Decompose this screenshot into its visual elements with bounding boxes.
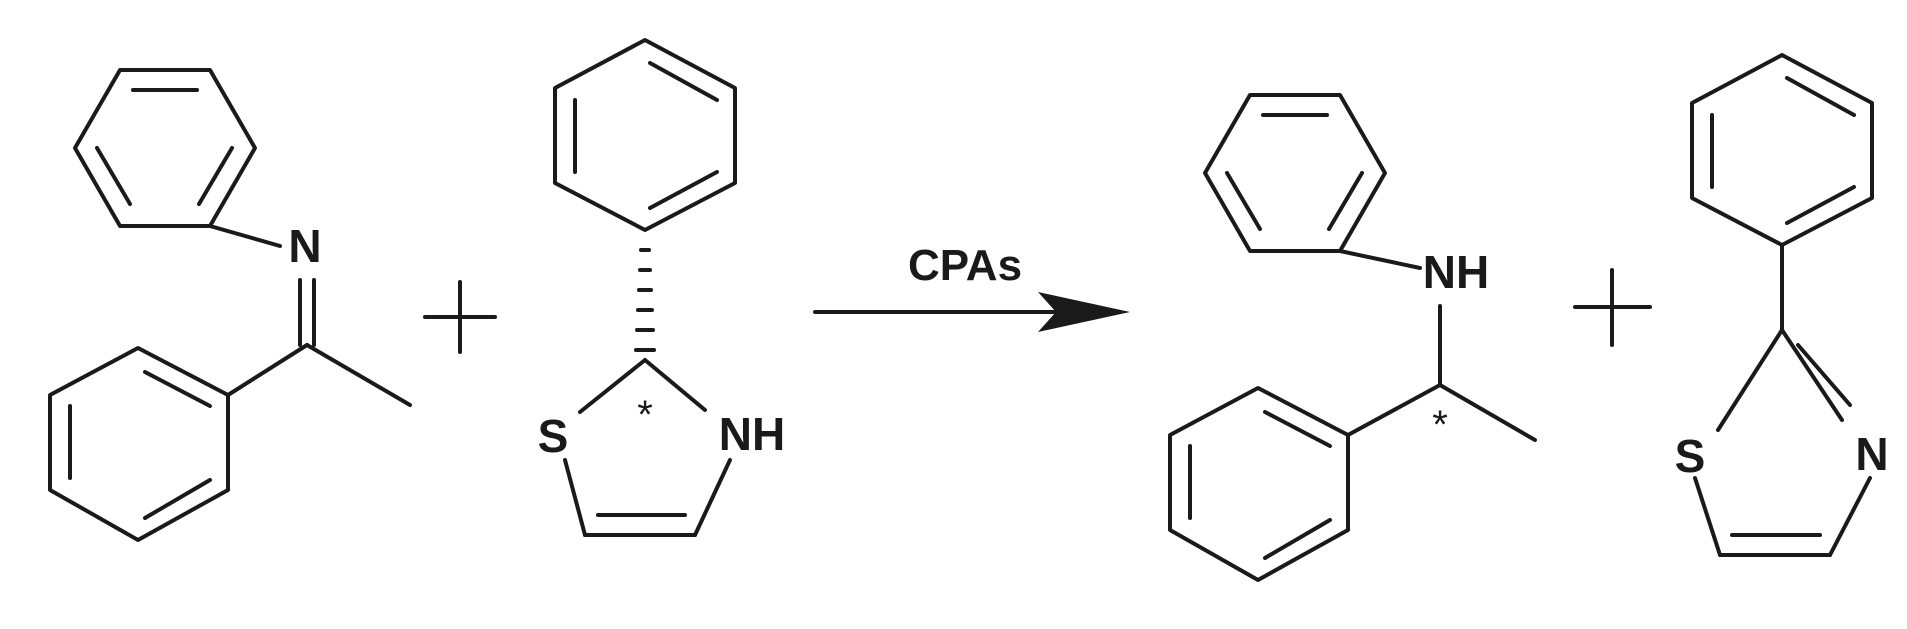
amine-top-phenyl-ring (1203, 93, 1387, 253)
reactant-imine: N (48, 68, 412, 542)
thiazoline-sulfur-label: S (538, 410, 569, 462)
thiazole-nitrogen-label: N (1855, 428, 1888, 480)
reaction-arrow: CPAs (813, 241, 1130, 332)
thiazoline-stereo-mark: * (637, 393, 653, 437)
thiazole-sulfur-label: S (1675, 430, 1706, 482)
imine-bottom-phenyl-ring (48, 346, 230, 542)
plus-sign (423, 280, 497, 354)
amine-stereo-mark: * (1432, 403, 1448, 447)
product-amine: NH * (1168, 93, 1537, 582)
amine-bottom-phenyl-ring (1168, 386, 1350, 582)
catalyst-label: CPAs (908, 241, 1022, 290)
plus-sign (1573, 268, 1652, 347)
imine-nitrogen-label: N (288, 220, 321, 272)
arrow-head (1038, 292, 1130, 332)
thiazoline-phenyl-ring (553, 38, 737, 232)
imine-top-phenyl-ring (73, 68, 257, 228)
product-thiazole: S N (1675, 53, 1889, 557)
thiazoline-nh-label: NH (719, 408, 785, 460)
hashed-wedge-bond (634, 248, 656, 352)
reactant-thiazoline: S NH * (538, 38, 785, 537)
amine-nh-label: NH (1423, 246, 1489, 298)
thiazole-phenyl-ring (1690, 53, 1874, 247)
